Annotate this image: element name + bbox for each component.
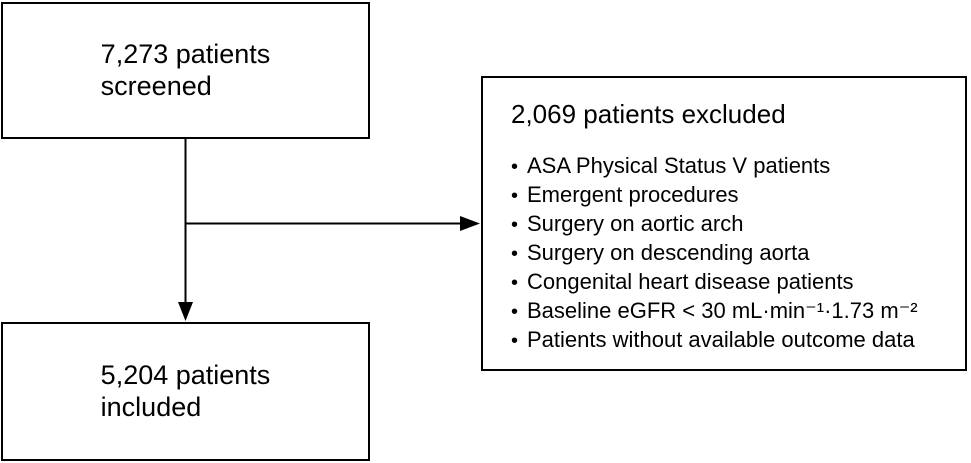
exclusion-item-text: Congenital heart disease patients xyxy=(527,269,854,294)
screened-box: 7,273 patients screened xyxy=(1,2,370,139)
exclusion-item: • Surgery on descending aorta xyxy=(511,239,951,268)
bullet-icon: • xyxy=(511,243,519,265)
included-box-text: 5,204 patients included xyxy=(100,359,271,422)
down-arrowhead-icon xyxy=(178,302,193,321)
exclusion-item: • Emergent procedures xyxy=(511,181,951,210)
exclusion-item-text: Patients without available outcome data xyxy=(527,327,915,352)
right-arrowhead-icon xyxy=(460,216,480,231)
exclusion-item-text: Baseline eGFR < 30 mL·min⁻¹·1.73 m⁻² xyxy=(527,298,918,323)
bullet-icon: • xyxy=(511,185,519,207)
exclusion-item: • Congenital heart disease patients xyxy=(511,268,951,297)
bullet-icon: • xyxy=(511,301,519,323)
excluded-box-title: 2,069 patients excluded xyxy=(511,99,786,129)
exclusion-list: • ASA Physical Status V patients • Emerg… xyxy=(511,152,951,355)
exclusion-item: • ASA Physical Status V patients xyxy=(511,152,951,181)
exclusion-item: • Patients without available outcome dat… xyxy=(511,326,951,355)
bullet-icon: • xyxy=(511,156,519,178)
bullet-icon: • xyxy=(511,214,519,236)
included-box: 5,204 patients included xyxy=(1,322,370,461)
exclusion-item-text: Surgery on descending aorta xyxy=(527,240,810,265)
exclusion-item-text: Surgery on aortic arch xyxy=(527,211,744,236)
excluded-box: 2,069 patients excluded • ASA Physical S… xyxy=(481,76,967,371)
bullet-icon: • xyxy=(511,330,519,352)
exclusion-item-text: ASA Physical Status V patients xyxy=(527,153,831,178)
exclusion-item-text: Emergent procedures xyxy=(527,182,739,207)
bullet-icon: • xyxy=(511,272,519,294)
screened-box-text: 7,273 patients screened xyxy=(100,38,271,101)
exclusion-item: • Surgery on aortic arch xyxy=(511,210,951,239)
exclusion-item: • Baseline eGFR < 30 mL·min⁻¹·1.73 m⁻² xyxy=(511,297,951,326)
